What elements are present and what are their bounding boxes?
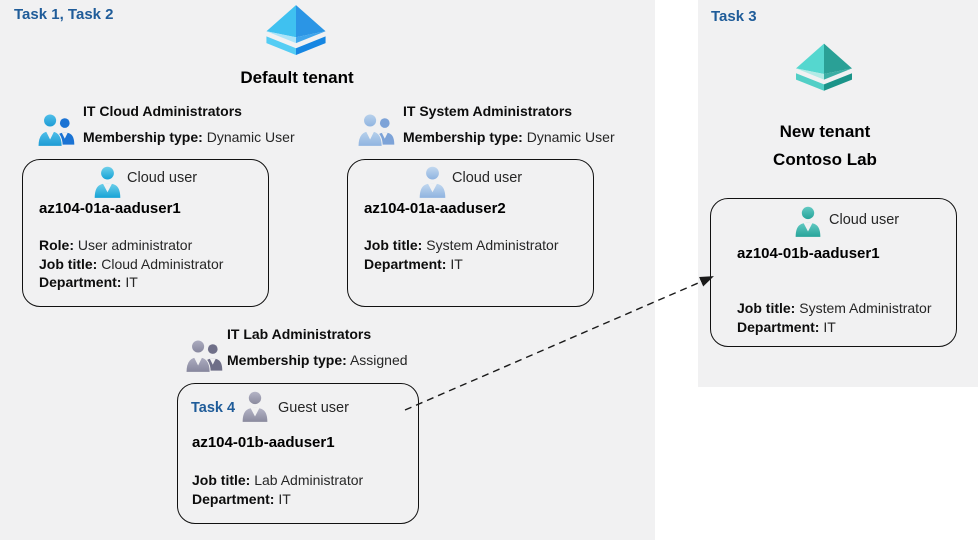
- membership-value: Dynamic User: [526, 129, 615, 145]
- task-4-label: Task 4: [191, 400, 236, 416]
- attr-label: Job title:: [39, 255, 98, 272]
- attr-label: Department:: [364, 255, 447, 272]
- membership-label: Membership type:: [403, 129, 523, 145]
- user-name: az104-01b-aaduser1: [192, 434, 335, 451]
- group-membership: Membership type: Dynamic User: [403, 129, 615, 145]
- attr-value: Cloud Administrator: [101, 255, 224, 272]
- user-attributes: Role: User administrator Job title: Clou…: [39, 236, 223, 292]
- group-membership: Membership type: Dynamic User: [83, 129, 295, 145]
- group-users-icon: [38, 113, 75, 147]
- user-type-label: Cloud user: [127, 170, 198, 186]
- group-users-icon: [358, 113, 395, 147]
- cloud-user-icon: [94, 166, 121, 198]
- user-type-label: Cloud user: [829, 212, 900, 228]
- group-name: IT Lab Administrators: [227, 326, 372, 342]
- cloud-user-icon: [795, 206, 821, 237]
- azure-ad-tenant-icon: [266, 5, 326, 55]
- attr-label: Department:: [39, 274, 122, 290]
- membership-value: Dynamic User: [206, 129, 295, 145]
- user-attributes: Job title: System Administrator Departme…: [364, 236, 559, 273]
- task-1-2-label: Task 1, Task 2: [14, 6, 114, 23]
- user-card: Cloud user az104-01a-aaduser2 Job title:…: [347, 159, 594, 307]
- attr-value: IT: [450, 255, 463, 272]
- attr-label: Department:: [737, 318, 820, 335]
- new-tenant-title-line1: New tenant: [779, 122, 871, 141]
- group-users-icon: [186, 339, 223, 373]
- guest-user-icon: [242, 391, 268, 422]
- user-type-label: Cloud user: [452, 170, 523, 186]
- attr-label: Job title:: [192, 472, 251, 488]
- user-attributes: Job title: System Administrator Departme…: [737, 299, 932, 336]
- user-type-label: Guest user: [278, 400, 349, 416]
- membership-label: Membership type:: [83, 129, 203, 145]
- guest-user-card: Task 4 Guest user az104-01b-aaduser1 Job…: [177, 383, 419, 524]
- attr-label: Department:: [192, 490, 275, 507]
- group-membership: Membership type: Assigned: [227, 352, 408, 368]
- azure-ad-new-tenant-icon: [796, 43, 852, 91]
- membership-label: Membership type:: [227, 352, 347, 368]
- default-tenant-panel: [0, 0, 655, 540]
- attr-label: Role:: [39, 237, 74, 253]
- user-name: az104-01b-aaduser1: [737, 245, 880, 262]
- attr-value: User administrator: [77, 237, 193, 253]
- attr-value: IT: [125, 274, 138, 290]
- attr-value: IT: [278, 490, 291, 507]
- attr-label: Job title:: [364, 237, 423, 253]
- user-name: az104-01a-aaduser2: [364, 200, 506, 217]
- group-name: IT System Administrators: [403, 103, 573, 119]
- new-tenant-title-line2: Contoso Lab: [773, 150, 877, 169]
- task-3-label: Task 3: [711, 8, 757, 25]
- default-tenant-title: Default tenant: [240, 68, 354, 87]
- user-attributes: Job title: Lab Administrator Department:…: [192, 471, 363, 508]
- attr-label: Job title:: [737, 300, 796, 316]
- attr-value: Lab Administrator: [254, 472, 364, 488]
- attr-value: IT: [823, 318, 836, 335]
- group-name: IT Cloud Administrators: [83, 103, 242, 119]
- attr-value: System Administrator: [799, 300, 932, 316]
- membership-value: Assigned: [349, 352, 408, 368]
- user-card: Cloud user az104-01b-aaduser1 Job title:…: [710, 198, 957, 347]
- user-name: az104-01a-aaduser1: [39, 200, 181, 217]
- cloud-user-icon: [419, 166, 446, 198]
- user-card: Cloud user az104-01a-aaduser1 Role: User…: [22, 159, 269, 307]
- attr-value: System Administrator: [426, 237, 559, 253]
